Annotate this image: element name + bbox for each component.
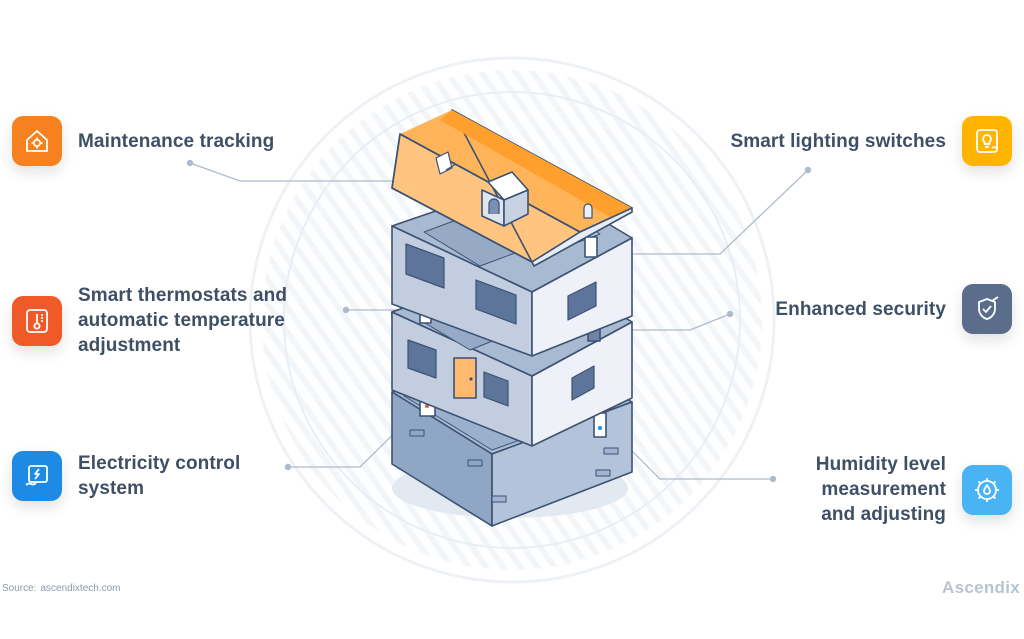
electricity-label-line2: system (78, 478, 145, 499)
feature-security: Enhanced security (775, 284, 1012, 334)
security-label: Enhanced security (775, 298, 946, 320)
feature-humidity: Humidity level measurement and adjusting (816, 452, 1012, 527)
source-credit: Source:ascendixtech.com (2, 583, 121, 594)
roof-vent (583, 203, 593, 219)
gear-house-icon (12, 116, 62, 166)
humidity-label-line1: Humidity level (815, 454, 946, 475)
electricity-label-line1: Electricity control (78, 453, 241, 474)
humidity-label: Humidity level measurement and adjusting (816, 452, 946, 527)
feature-lighting: Smart lighting switches (730, 116, 1012, 166)
source-link[interactable]: ascendixtech.com (40, 583, 121, 594)
plug-icon (12, 451, 62, 501)
feature-electricity: Electricity control system (12, 451, 240, 501)
roof-level (391, 109, 633, 267)
connector-maintenance (189, 162, 440, 182)
light-switch (584, 236, 598, 258)
thermostat-label-line2: automatic temperature (78, 310, 285, 331)
electricity-label: Electricity control system (78, 451, 240, 501)
shield-icon (962, 284, 1012, 334)
thermometer-icon (12, 295, 62, 346)
lightbulb-icon (962, 116, 1012, 166)
thermostat-label-line3: adjustment (78, 335, 181, 356)
thermostat-label-line1: Smart thermostats and (78, 285, 288, 306)
inner-ring (283, 91, 741, 549)
lighting-label: Smart lighting switches (730, 130, 946, 152)
connector-dots (186, 159, 812, 483)
humidity-label-line2: measurement (821, 479, 946, 500)
source-label: Source: (2, 583, 37, 594)
thermostat-label: Smart thermostats and automatic temperat… (78, 283, 287, 358)
outer-ring (248, 56, 776, 584)
connector-lighting (592, 169, 809, 255)
humidity-label-line3: and adjusting (821, 504, 946, 525)
feature-maintenance: Maintenance tracking (12, 116, 274, 166)
maintenance-label: Maintenance tracking (78, 130, 275, 152)
front-door (453, 357, 477, 399)
humidity-sensor (593, 412, 607, 438)
feature-thermostat: Smart thermostats and automatic temperat… (12, 283, 287, 358)
brand-logo: Ascendix (942, 578, 1020, 597)
humidity-gear-icon (962, 464, 1012, 515)
